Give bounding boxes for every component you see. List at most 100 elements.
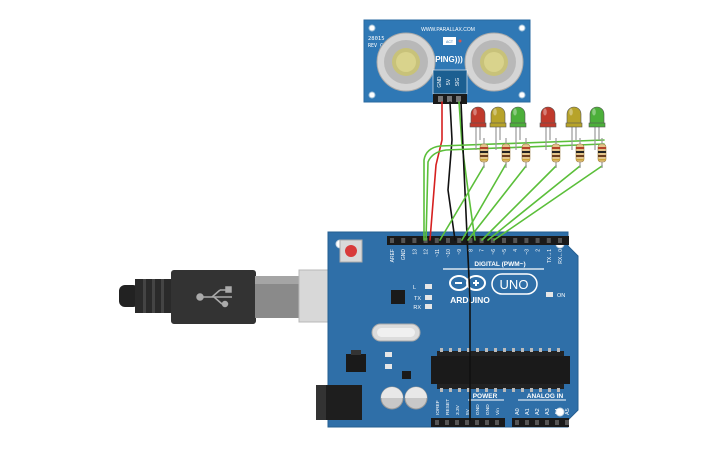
capacitor xyxy=(380,386,404,410)
digital-pin-label: 4 xyxy=(513,249,519,252)
sensor-pin-label: SIG xyxy=(455,78,461,87)
wire-signal-green xyxy=(458,101,476,241)
act-led-label: ACT xyxy=(446,40,454,44)
header-pin[interactable] xyxy=(555,420,559,425)
header-pin[interactable] xyxy=(535,420,539,425)
power-pin-label: RESET xyxy=(445,399,451,415)
header-pin[interactable] xyxy=(513,238,518,243)
led-yellow xyxy=(565,106,583,150)
digital-pin-label: 2 xyxy=(536,249,542,252)
resistor-array xyxy=(479,138,607,168)
power-label: POWER xyxy=(473,393,498,400)
rx-led xyxy=(425,304,432,309)
power-pin-label: Vin xyxy=(495,408,501,415)
header-pin[interactable] xyxy=(401,238,406,243)
header-pin[interactable] xyxy=(545,420,549,425)
header-pin[interactable] xyxy=(515,420,519,425)
header-pin[interactable] xyxy=(485,420,489,425)
resistor xyxy=(521,138,531,168)
ping-ultrasonic-sensor: 28015 REV C WWW.PARALLAX.COM ACT PING)))… xyxy=(363,19,531,104)
reset-button-cap[interactable] xyxy=(345,245,357,257)
wire-led2-pin xyxy=(461,163,507,241)
analog-header xyxy=(512,418,569,427)
power-pin-label: 5V xyxy=(465,408,471,415)
header-pin[interactable] xyxy=(457,238,462,243)
header-pin[interactable] xyxy=(558,238,562,243)
led-red xyxy=(469,106,487,150)
wire-gnd-black xyxy=(447,101,456,241)
led-green xyxy=(588,106,606,150)
analog-pin-label: A1 xyxy=(525,408,531,415)
header-pin[interactable] xyxy=(434,238,439,243)
digital-pin-label: GND xyxy=(401,249,407,261)
digital-pin-label: ~9 xyxy=(457,249,463,255)
sensor-pin-label: 5V xyxy=(446,78,452,85)
analog-pin-label: A4 xyxy=(555,408,561,415)
resistor xyxy=(479,138,489,168)
digital-header xyxy=(387,236,569,245)
act-led xyxy=(443,37,456,45)
header-pin[interactable] xyxy=(435,420,439,425)
usb-cable-end xyxy=(119,285,139,307)
header-pin[interactable] xyxy=(525,420,529,425)
tx-led-label: TX xyxy=(414,296,421,302)
l-led xyxy=(425,284,432,289)
power-pin-label: 3.3V xyxy=(455,404,461,415)
resistor xyxy=(597,138,607,168)
digital-pin-label: 13 xyxy=(412,249,418,255)
on-led-label: ON xyxy=(557,293,565,299)
header-pin[interactable] xyxy=(468,238,473,243)
smd-component xyxy=(402,371,411,379)
usb-cable xyxy=(119,269,350,324)
wire-led1-pin xyxy=(439,165,485,241)
uno-badge xyxy=(491,273,538,295)
analog-pin-label: A0 xyxy=(515,408,521,415)
ultrasonic-transducer-left xyxy=(376,32,436,92)
wire-5v-red xyxy=(429,101,443,241)
header-pin[interactable] xyxy=(502,238,506,243)
header-pin[interactable] xyxy=(490,238,495,243)
header-pin[interactable] xyxy=(390,238,394,243)
wire-led5-pin xyxy=(487,165,581,241)
header-pin[interactable] xyxy=(475,420,479,425)
wire-led-ground-bus xyxy=(423,139,605,241)
header-pin[interactable] xyxy=(535,238,540,243)
resistor xyxy=(551,138,561,168)
rx-led-label: RX xyxy=(413,305,421,311)
led-array xyxy=(469,106,606,150)
digital-pin-label: 12 xyxy=(424,249,430,255)
header-pin[interactable] xyxy=(445,420,449,425)
header-pin[interactable] xyxy=(455,420,459,425)
header-pin[interactable] xyxy=(446,238,450,243)
usb-chip xyxy=(391,290,405,304)
wires xyxy=(423,101,605,421)
header-pin[interactable] xyxy=(412,238,417,243)
analog-pin-label: A2 xyxy=(535,408,541,415)
header-pin[interactable] xyxy=(524,238,529,243)
header-pin[interactable] xyxy=(546,238,551,243)
led-yellow xyxy=(489,106,507,150)
infinity-logo-icon xyxy=(449,275,486,291)
sensor-url: WWW.PARALLAX.COM xyxy=(421,27,475,33)
ultrasonic-transducer-right xyxy=(464,32,524,92)
mounting-hole xyxy=(555,407,565,417)
l-led-label: L xyxy=(413,285,416,291)
analog-pin-label: A3 xyxy=(545,408,551,415)
header-pin[interactable] xyxy=(465,420,469,425)
sensor-rev: REV C xyxy=(368,43,383,49)
digital-pin-label: ~6 xyxy=(491,249,497,255)
smd-component xyxy=(385,364,392,369)
led-green xyxy=(509,106,527,150)
header-pin[interactable] xyxy=(495,420,499,425)
wire-led6-pin xyxy=(493,165,603,241)
resistor xyxy=(575,138,585,168)
header-pin[interactable] xyxy=(565,420,569,425)
smd-component xyxy=(385,352,392,357)
digital-pin-label: 7 xyxy=(480,249,486,252)
power-pin-label: GND xyxy=(485,404,491,415)
wire-gnd-power-black xyxy=(460,101,471,421)
analog-pin-label: A5 xyxy=(565,408,571,415)
usb-symbol-icon xyxy=(196,286,232,308)
